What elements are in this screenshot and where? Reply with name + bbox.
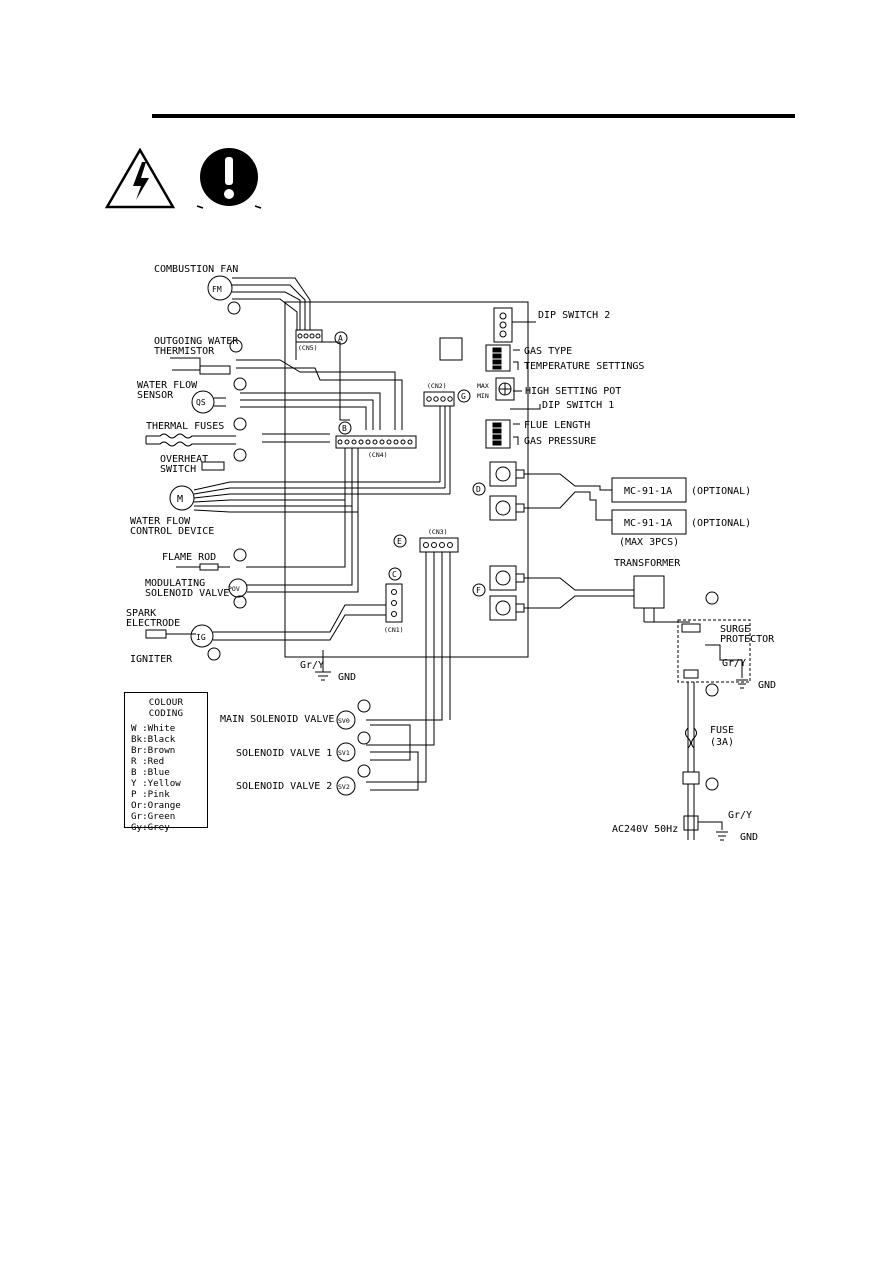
temperature-settings-label: TEMPERATURE SETTINGS	[524, 361, 644, 372]
legend-row: Y :Yellow	[131, 778, 181, 789]
mandatory-action-exclamation-icon	[196, 148, 262, 209]
board-gr-y-label: Gr/Y	[300, 660, 324, 671]
thermistor-label-1: OUTGOING WATER	[154, 336, 239, 347]
pcb-board	[284, 301, 529, 658]
igniter-label: IGNITER	[130, 654, 173, 665]
sv1-symbol: SV1	[338, 749, 350, 757]
legend-row: R :Red	[131, 756, 165, 767]
pov-symbol: POV	[228, 585, 240, 593]
remote-2-label: MC-91-1A	[624, 518, 672, 529]
dip-switch-2-label: DIP SWITCH 2	[538, 310, 610, 321]
legend-row: B :Blue	[131, 767, 170, 778]
min-label: MIN	[477, 392, 489, 400]
legend-row: Or:Orange	[131, 800, 181, 811]
solenoid-1-label: SOLENOID VALVE 1	[236, 748, 332, 759]
remote-controller-1	[611, 477, 687, 503]
callout-f: F	[476, 586, 481, 595]
callout-d: D	[476, 485, 481, 494]
flow-sensor-label-2: SENSOR	[137, 390, 174, 401]
surge-label-1: SURGE	[720, 624, 750, 635]
water-flow-sensor	[191, 390, 215, 414]
cn5-label: (CN5)	[298, 344, 318, 352]
solenoid-valve-2	[336, 776, 356, 796]
sv2-symbol: SV2	[338, 783, 350, 791]
legend-row: Gr:Green	[131, 811, 176, 822]
sv0-symbol: SV0	[338, 717, 350, 725]
remote-1-label: MC-91-1A	[624, 486, 672, 497]
overheat-label-1: OVERHEAT	[160, 454, 208, 465]
cn3-label: (CN3)	[428, 528, 448, 536]
flame-rod-label: FLAME ROD	[162, 552, 216, 563]
max-label: MAX	[477, 382, 489, 390]
cn2-label: (CN2)	[427, 382, 447, 390]
legend-row: Bk:Black	[131, 734, 176, 745]
igniter-symbol: IG	[196, 633, 206, 642]
solenoid-2-label: SOLENOID VALVE 2	[236, 781, 332, 792]
high-setting-pot-label: HIGH SETTING POT	[525, 386, 621, 397]
flow-control-label-1: WATER FLOW	[130, 516, 191, 527]
legend-row: Gy:Grey	[131, 822, 170, 833]
thermal-fuses-label: THERMAL FUSES	[146, 421, 224, 432]
cn1-label: (CN1)	[384, 626, 404, 634]
thermistor-label-2: THERMISTOR	[154, 346, 215, 357]
connector-cn4	[335, 435, 417, 449]
callout-g: G	[461, 392, 466, 401]
spark-label-1: SPARK	[126, 608, 156, 619]
main-solenoid-valve	[336, 710, 356, 730]
gas-type-label: GAS TYPE	[524, 346, 572, 357]
callout-e: E	[397, 537, 402, 546]
pov-label-1: MODULATING	[145, 578, 205, 589]
surge-label-2: PROTECTOR	[720, 634, 775, 645]
combustion-fan	[207, 275, 233, 301]
transformer	[633, 575, 665, 609]
cn4-label: (CN4)	[368, 451, 388, 459]
modulating-solenoid-valve	[228, 578, 248, 598]
legend-row: Br:Brown	[131, 745, 176, 756]
legend-row: W :White	[131, 723, 176, 734]
colour-coding-legend: COLOUR CODING W :White Bk:Black Br:Brown…	[124, 692, 208, 833]
combustion-fan-label: COMBUSTION FAN	[154, 264, 238, 275]
power-gr-y-label: Gr/Y	[728, 810, 752, 821]
pov-label-2: SOLENOID VALVE	[145, 588, 229, 599]
surge-gnd-label: GND	[758, 680, 776, 691]
board-gnd-label: GND	[338, 672, 356, 683]
remote-controller-2	[611, 509, 687, 535]
spark-label-2: ELECTRODE	[126, 618, 180, 629]
transformer-label: TRANSFORMER	[614, 558, 681, 569]
surge-protector	[677, 619, 751, 683]
solenoid-valve-1	[336, 742, 356, 762]
power-gnd-label: GND	[740, 832, 758, 843]
callout-b: B	[342, 424, 347, 433]
connector-cn3	[419, 537, 459, 553]
header-rule	[152, 114, 795, 118]
flow-control-label-2: CONTROL DEVICE	[130, 526, 214, 537]
max-pcs-label: (MAX 3PCS)	[619, 537, 679, 548]
surge-gr-y-label: Gr/Y	[722, 658, 746, 669]
connector-cn2	[423, 391, 455, 407]
optional-1-label: (OPTIONAL)	[691, 486, 751, 497]
dip-switch-1-label: DIP SWITCH 1	[542, 400, 614, 411]
flue-length-label: FLUE LENGTH	[524, 420, 590, 431]
flow-sensor-label-1: WATER FLOW	[137, 380, 198, 391]
fuse-label-2: (3A)	[710, 737, 734, 748]
connector-cn1	[385, 583, 403, 623]
main-solenoid-label: MAIN SOLENOID VALVE	[220, 714, 334, 725]
legend-title: COLOUR CODING	[148, 697, 184, 719]
optional-2-label: (OPTIONAL)	[691, 518, 751, 529]
motor-symbol: M	[177, 494, 183, 505]
sensor-symbol: QS	[196, 398, 206, 407]
callout-a: A	[338, 334, 343, 343]
overheat-label-2: SWITCH	[160, 464, 196, 475]
callout-c: C	[392, 570, 397, 579]
fan-symbol: FM	[212, 285, 222, 294]
power-label: AC240V 50Hz	[612, 824, 678, 835]
electric-shock-warning-icon	[105, 148, 175, 209]
legend-row: P :Pink	[131, 789, 170, 800]
connector-cn5	[295, 329, 323, 343]
gas-pressure-label: GAS PRESSURE	[524, 436, 596, 447]
fuse-label-1: FUSE	[710, 725, 734, 736]
igniter	[190, 624, 214, 648]
